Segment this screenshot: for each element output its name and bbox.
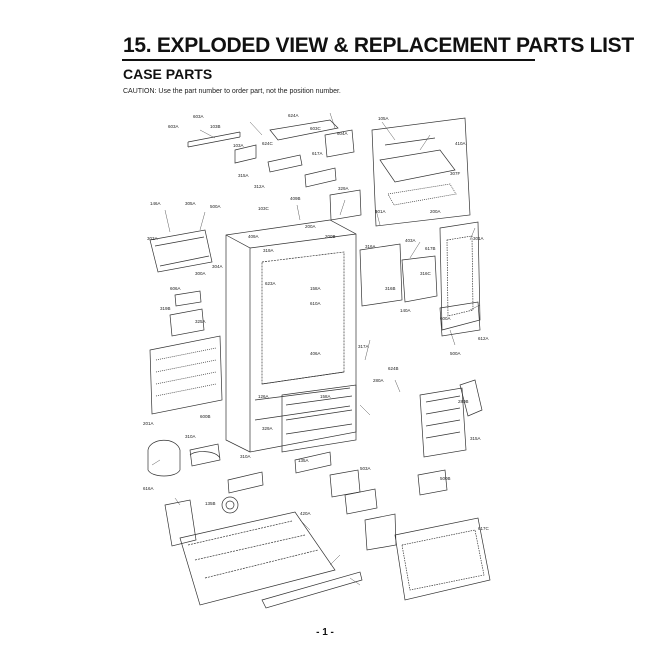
part-label: 406A (310, 351, 321, 356)
part-label: 280A (373, 378, 384, 383)
part-label: 103C (258, 206, 270, 211)
lower-door-panel (394, 517, 491, 601)
part-label: 603A (168, 124, 179, 129)
part-label: 103A (233, 143, 244, 148)
door-panel-right (439, 221, 481, 331)
part-label: 300A (195, 271, 206, 276)
part-label: 616A (143, 486, 154, 491)
base-plate (179, 511, 336, 606)
part-label: 606A (170, 286, 181, 291)
part-label: 600A (440, 316, 451, 321)
side-panel-left (149, 335, 223, 415)
part-label: 617A (312, 151, 323, 156)
part-label: 303A (147, 236, 158, 241)
part-label: 319B (160, 306, 171, 311)
part-label: 103B (210, 124, 221, 129)
part-label: 304A (212, 264, 223, 269)
caution-note: CAUTION: Use the part number to order pa… (123, 88, 341, 95)
part-label: 200B (325, 234, 336, 239)
part-label: 312A (254, 184, 265, 189)
part-label: 610A (310, 301, 321, 306)
part-label: 316C (420, 271, 432, 276)
part-label: 200A (430, 209, 441, 214)
page-title: 15. EXPLODED VIEW & REPLACEMENT PARTS LI… (123, 34, 634, 57)
part-label: 105A (378, 116, 389, 121)
part-label: 329A (262, 426, 273, 431)
part-label: 158A (320, 394, 331, 399)
part-label: 500B (440, 476, 451, 481)
part-label: 409A (248, 234, 259, 239)
part-label: 617C (478, 526, 490, 531)
part-label: 158A (310, 286, 321, 291)
part-label: 316B (385, 286, 396, 291)
part-label: 624B (388, 366, 399, 371)
part-label: 604A (337, 131, 348, 136)
part-label: 319A (263, 248, 274, 253)
part-label: 316A (365, 244, 376, 249)
part-label: 410A (455, 141, 466, 146)
part-label: 126A (258, 394, 269, 399)
part-label: 146A (150, 201, 161, 206)
cabinet-inner-liner (261, 251, 345, 385)
part-label: 301A (473, 236, 484, 241)
part-label: 603C (310, 126, 322, 131)
part-label: 617B (425, 246, 436, 251)
part-label: 315A (238, 173, 249, 178)
condenser-unit (419, 387, 467, 458)
exploded-view-diagram: 603A 603A 103B 103A 624C 624A 603C 604A … (143, 112, 491, 609)
part-label: 501A (375, 209, 386, 214)
part-label: 409B (290, 196, 301, 201)
section-heading: CASE PARTS (123, 66, 213, 82)
part-label: 310A (185, 434, 196, 439)
compressor (147, 439, 181, 477)
kick-plate (261, 571, 363, 609)
part-label: 329A (338, 186, 349, 191)
shelf-tray (149, 229, 213, 273)
cabinet-body (225, 219, 357, 453)
part-label: 624A (288, 113, 299, 118)
part-label: 500A (210, 204, 221, 209)
part-label: 503A (360, 466, 371, 471)
page-number: - 1 - (316, 627, 334, 638)
part-label: 140A (400, 308, 411, 313)
title-underline (122, 59, 535, 61)
cabinet-front-edge (225, 234, 251, 452)
part-label: 135B (205, 501, 216, 506)
part-label: 623A (265, 281, 276, 286)
part-label: 500A (450, 351, 461, 356)
handle-bar-top (187, 131, 241, 148)
part-label: 200A (305, 224, 316, 229)
part-label: 305A (185, 201, 196, 206)
part-label: 135A (298, 458, 309, 463)
part-label: 307F (450, 171, 461, 176)
part-label: 280B (458, 399, 469, 404)
part-label: 603A (193, 114, 204, 119)
part-label: 201A (143, 421, 154, 426)
part-label: 624C (262, 141, 274, 146)
freezer-drawer (281, 384, 357, 453)
part-label: 310A (240, 454, 251, 459)
part-label: 315A (470, 436, 481, 441)
part-label: 600B (200, 414, 211, 419)
part-label: 325A (195, 319, 206, 324)
ice-tray-assembly (371, 117, 471, 227)
part-label: 403A (405, 238, 416, 243)
part-label: 420A (300, 511, 311, 516)
part-label: 317A (358, 344, 369, 349)
top-hinge-cover (269, 119, 339, 141)
part-label: 612A (478, 336, 489, 341)
